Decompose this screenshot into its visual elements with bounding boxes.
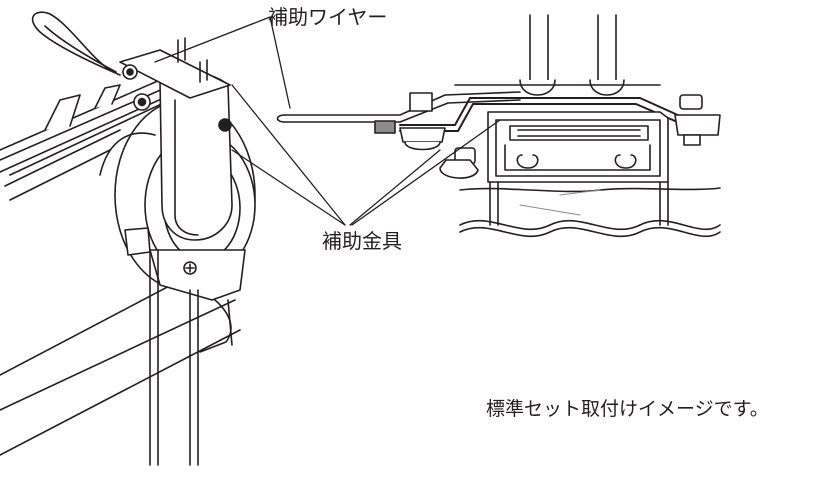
right-section-view bbox=[276, 14, 721, 238]
caption: 標準セット取付けイメージです。 bbox=[486, 398, 769, 420]
leader-lines bbox=[154, 16, 501, 226]
rail-profile bbox=[487, 111, 669, 226]
mounting-posts bbox=[454, 14, 661, 96]
aux-wire-label: 補助ワイヤー bbox=[268, 5, 388, 29]
bracket-plate-left bbox=[119, 37, 233, 241]
left-perspective-view bbox=[0, 11, 256, 466]
nuts bbox=[399, 92, 721, 179]
cords bbox=[149, 249, 233, 466]
aux-wire-left bbox=[31, 11, 121, 76]
headrail bbox=[0, 79, 171, 201]
aux-bracket-label: 補助金具 bbox=[322, 229, 402, 253]
fabric-wave bbox=[459, 187, 721, 238]
